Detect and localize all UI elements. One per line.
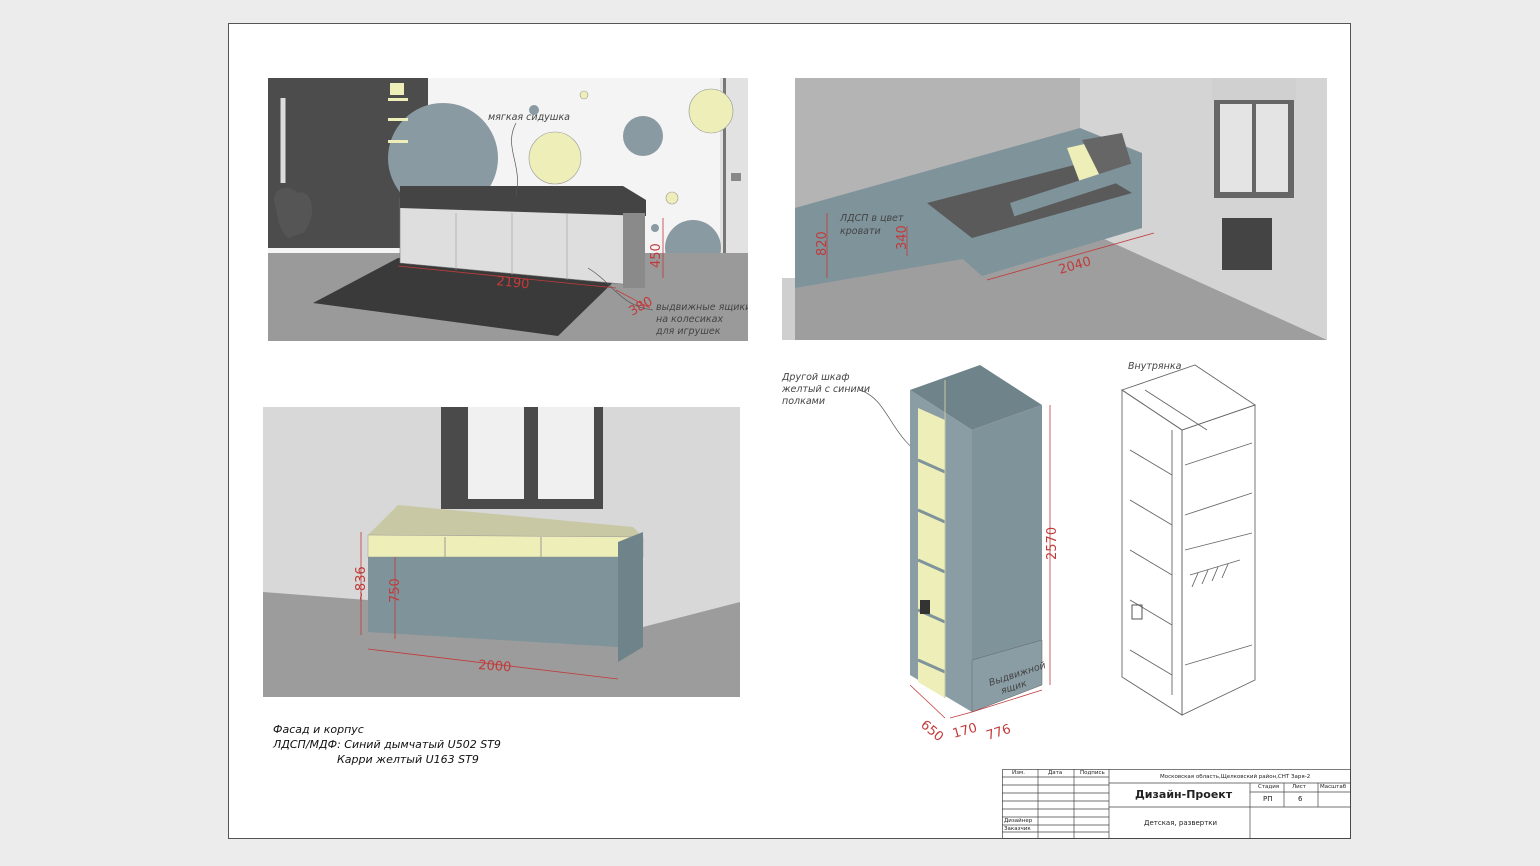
- dim-wardrobe-depth: 650: [917, 718, 946, 745]
- desk-drawers: [367, 534, 644, 558]
- note-color-2: кровати: [840, 226, 881, 237]
- title-block: Изм. Дата Подпись Московская область,Щел…: [1002, 769, 1351, 839]
- note-other-3: полками: [782, 396, 825, 407]
- dim-desk-height: 750: [388, 578, 403, 603]
- dim-wardrobe-width: 776: [985, 722, 1013, 744]
- wardrobe-wireframe: [1120, 364, 1257, 716]
- stamp-list-value: 6: [1298, 795, 1303, 803]
- wardrobe-open-shelves: [918, 408, 945, 698]
- stamp-stadia-value: РП: [1263, 795, 1273, 803]
- stamp-col-podpis: Подпись: [1080, 770, 1105, 776]
- panel-inside: Внутрянка: [1110, 355, 1280, 725]
- desk-top: [368, 505, 643, 537]
- stamp-sheet-title: Детская, развертки: [1144, 819, 1218, 827]
- panel-seat: мягкая сидушка 2190 450 380 выдвижные ящ…: [268, 78, 748, 341]
- stamp-designer-label: Дизайнер: [1004, 818, 1033, 824]
- stamp-list-label: Лист: [1292, 784, 1306, 790]
- note-other-1: Другой шкаф: [781, 372, 849, 383]
- dim-wardrobe-side: 170: [951, 721, 979, 742]
- floor: [795, 228, 1327, 340]
- seat-cushion: [400, 186, 646, 216]
- panel-wardrobe: Другой шкаф желтый с синими полками Выдв…: [780, 360, 1080, 750]
- stamp-masshtab-label: Масштаб: [1320, 784, 1347, 790]
- note-other-2: желтый с синими: [781, 384, 870, 395]
- stamp-customer-label: Заказчик: [1004, 826, 1031, 832]
- material-line-1: Фасад и корпус: [273, 723, 364, 736]
- dim-wardrobe-height: 2570: [1045, 527, 1060, 560]
- stamp-stadia-label: Стадия: [1258, 784, 1280, 790]
- dim-bed-height: 340: [895, 225, 910, 250]
- dim-seat-length: 2190: [496, 274, 530, 292]
- dim-seat-height: 450: [649, 243, 664, 268]
- toy-dog: [274, 188, 313, 238]
- stamp-col-data: Дата: [1048, 770, 1063, 776]
- inside-title: Внутрянка: [1128, 361, 1182, 372]
- stamp-project: Дизайн-Проект: [1135, 788, 1233, 801]
- dim-desk-length: 2000: [478, 658, 512, 675]
- panel-bed: 820 340 2040 ЛДСП в цвет кровати: [782, 78, 1327, 340]
- stamp-address: Московская область,Щелковский район,СНТ …: [1160, 774, 1311, 780]
- material-notes: Фасад и корпус ЛДСП/МДФ: Синий дымчатый …: [273, 722, 501, 767]
- stamp-col-izm: Изм.: [1012, 770, 1025, 776]
- wardrobe-front: [972, 405, 1042, 712]
- panel-desk: ~836 750 2000: [263, 407, 740, 697]
- material-line-2: ЛДСП/МДФ: Синий дымчатый U502 ST9: [273, 738, 501, 751]
- note-seat: мягкая сидушка: [488, 112, 570, 123]
- dim-desk-total: ~836: [354, 566, 369, 602]
- radiator: [1222, 218, 1272, 270]
- note-drawers-3: для игрушек: [655, 326, 721, 337]
- note-color-1: ЛДСП в цвет: [839, 213, 904, 224]
- note-drawers-2: на колесиках: [656, 314, 723, 325]
- dim-wall-height: 820: [815, 231, 830, 256]
- wardrobe-top: [910, 365, 1042, 430]
- material-line-3: Карри желтый U163 ST9: [337, 753, 479, 766]
- note-drawers-1: выдвижные ящики: [656, 302, 748, 313]
